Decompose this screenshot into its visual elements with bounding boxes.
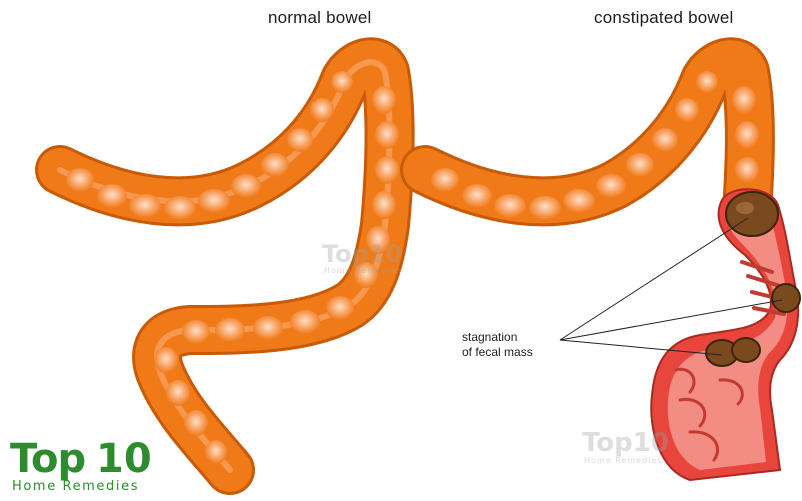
logo-subtitle: Home Remedies <box>12 479 139 494</box>
brand-logo: Top 10 Home Remedies <box>10 437 160 493</box>
watermark-subtitle: Home Remedies <box>324 266 402 275</box>
normal-bowel-label: normal bowel <box>268 8 372 28</box>
watermark-subtitle-bottom: Home Remedies <box>584 456 662 465</box>
logo-word: Top <box>10 437 85 481</box>
fecal-mass-annotation: stagnation of fecal mass <box>462 330 533 360</box>
watermark-logo-bottom: Top10 <box>582 428 669 458</box>
annotation-line-2: of fecal mass <box>462 345 533 360</box>
annotation-line-1: stagnation <box>462 330 533 345</box>
watermark-logo: Top10 <box>322 240 402 268</box>
constipated-colon <box>425 62 800 480</box>
constipated-bowel-label: constipated bowel <box>594 8 734 28</box>
logo-number: 10 <box>96 437 152 481</box>
